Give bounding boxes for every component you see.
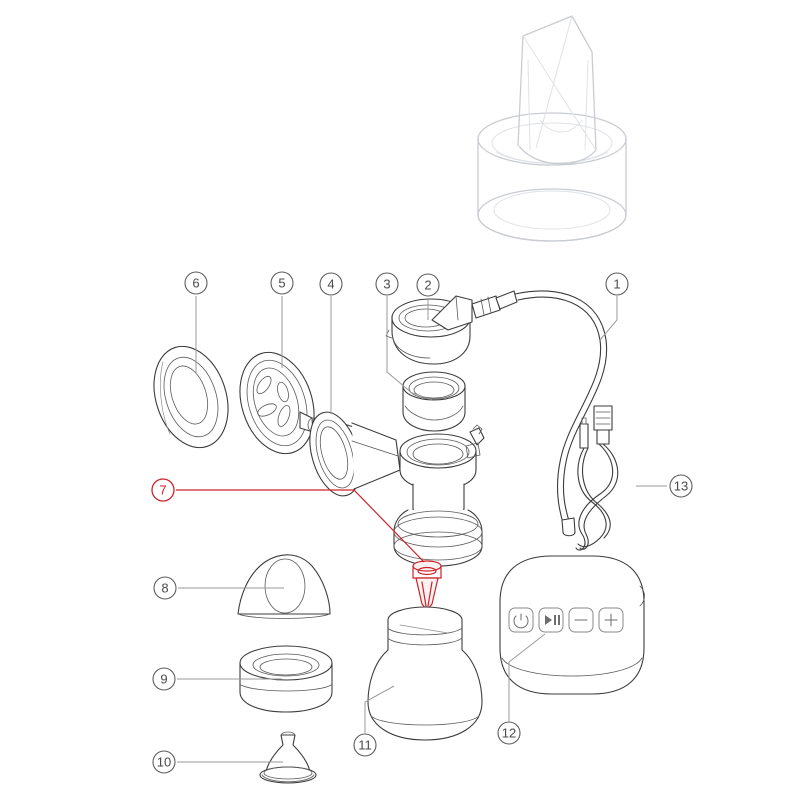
leader-7 — [176, 489, 425, 563]
callout-4-label: 4 — [327, 277, 334, 292]
part-10-feeding-nipple — [259, 731, 317, 784]
callout-7[interactable]: 7 — [151, 478, 175, 502]
callout-12[interactable]: 12 — [497, 721, 521, 745]
callout-13[interactable]: 13 — [669, 474, 693, 498]
callout-1[interactable]: 1 — [605, 272, 629, 296]
callout-4[interactable]: 4 — [319, 272, 343, 296]
callout-8-label: 8 — [161, 581, 168, 596]
callout-9-label: 9 — [160, 672, 167, 687]
part-7-duckbill-valve — [412, 560, 442, 611]
play-pause-button[interactable] — [538, 607, 564, 633]
part-4-breast-shield-funnel — [309, 411, 401, 497]
part-12-motor-unit — [499, 555, 645, 695]
part-6-silicone-seal-ring — [153, 345, 229, 449]
callout-10-label: 10 — [157, 755, 171, 770]
leader-3 — [386, 296, 414, 395]
power-button[interactable] — [508, 607, 534, 633]
callout-6-label: 6 — [192, 276, 199, 291]
callout-13-label: 13 — [674, 479, 688, 494]
leader-11 — [364, 685, 395, 733]
part-9-bottle-collar-ring — [239, 645, 333, 713]
part-5-massage-cushion — [239, 351, 319, 455]
part-11-milk-bottle — [367, 606, 483, 741]
part-2-pump-lid-connector — [385, 290, 518, 365]
leader-12 — [508, 633, 546, 721]
callout-2-label: 2 — [424, 278, 431, 293]
callout-9[interactable]: 9 — [152, 667, 176, 691]
part-3-sealing-diaphragm-ring — [402, 371, 466, 432]
callout-10[interactable]: 10 — [152, 750, 176, 774]
callout-1-label: 1 — [613, 277, 620, 292]
plus-button[interactable] — [598, 607, 624, 633]
part-8-soft-shield-insert — [237, 554, 331, 619]
part-pump-body — [393, 424, 485, 567]
callout-7-label: 7 — [159, 483, 166, 498]
callout-12-label: 12 — [502, 726, 516, 741]
duckbill-valve-photo — [477, 15, 627, 242]
leader-lines — [176, 296, 667, 763]
callout-11-label: 11 — [358, 738, 372, 753]
callout-3-label: 3 — [383, 277, 390, 292]
callout-3[interactable]: 3 — [375, 272, 399, 296]
callout-2[interactable]: 2 — [416, 273, 440, 297]
callout-11[interactable]: 11 — [353, 733, 377, 757]
leader-1 — [599, 296, 618, 341]
minus-button[interactable] — [568, 607, 594, 633]
callout-6[interactable]: 6 — [184, 271, 208, 295]
callout-5[interactable]: 5 — [270, 271, 294, 295]
part-13-usb-charging-cable — [575, 405, 619, 551]
motor-unit-button-row — [508, 607, 624, 633]
part-1-silicone-tube — [514, 290, 608, 537]
callout-8[interactable]: 8 — [153, 576, 177, 600]
callout-5-label: 5 — [278, 276, 285, 291]
